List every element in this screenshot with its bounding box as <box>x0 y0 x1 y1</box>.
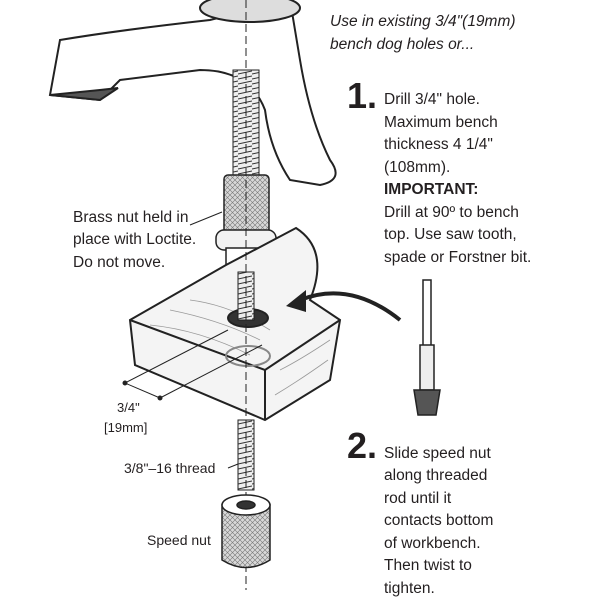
thread-label: 3/8"–16 thread <box>124 460 216 476</box>
hole-size-label: 3/4" <box>117 400 140 415</box>
step-line: top. Use saw tooth, <box>384 226 517 243</box>
dimension-lines <box>122 211 263 469</box>
intro-line: bench dog holes or... <box>330 36 475 53</box>
important-label: IMPORTANT: <box>384 181 479 198</box>
step-1-number: 1. <box>347 75 378 116</box>
step-line: Slide speed nut <box>384 445 491 462</box>
label-line: place with Loctite. <box>73 231 197 248</box>
label-line: Brass nut held in <box>73 209 189 226</box>
hole-size-metric-label: [19mm] <box>104 420 148 435</box>
arrow-icon <box>299 291 402 322</box>
step-line: spade or Forstner bit. <box>384 249 532 266</box>
step-line: along threaded <box>384 467 488 484</box>
threaded-rod <box>237 419 255 491</box>
step-line: thickness 4 1/4" <box>384 136 493 153</box>
intro-line: Use in existing 3/4"(19mm) <box>330 13 516 30</box>
speed-nut <box>221 494 271 569</box>
speed-nut-label: Speed nut <box>147 532 211 548</box>
label-line: Do not move. <box>73 254 166 271</box>
step-2-number: 2. <box>347 425 378 466</box>
step-line: Drill at 90º to bench <box>384 204 519 221</box>
step-line: Maximum bench <box>384 114 498 131</box>
forstner-bit-icon <box>413 279 441 416</box>
step-line: of workbench. <box>384 535 481 552</box>
clamp-arm <box>48 0 337 187</box>
bench-block <box>128 226 342 422</box>
step-line: Drill 3/4" hole. <box>384 91 480 108</box>
step-line: Then twist to <box>384 557 472 574</box>
step-line: (108mm). <box>384 159 451 176</box>
step-line: rod until it <box>384 490 452 507</box>
step-line: contacts bottom <box>384 512 494 529</box>
step-line: tighten. <box>384 580 435 597</box>
